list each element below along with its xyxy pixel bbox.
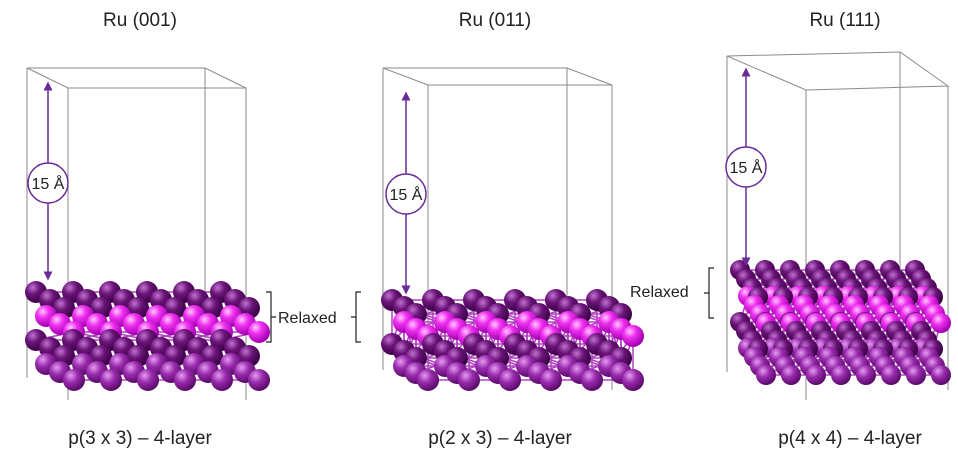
ru-atom [781, 365, 801, 385]
panel-3-slab [730, 260, 951, 385]
ru-atom [417, 369, 439, 391]
panel-2-title: Ru (011) [458, 10, 532, 31]
ru-atom [499, 369, 521, 391]
panel-1-vacuum-arrow: 15 Å [27, 81, 69, 281]
ru-atom [100, 369, 122, 391]
panel-2-vacuum-label: 15 Å [390, 185, 423, 204]
panel-1-vacuum-label: 15 Å [32, 174, 65, 193]
ru-atom [931, 365, 951, 385]
ru-atom [540, 369, 562, 391]
ru-atom [211, 369, 233, 391]
ru-atom [756, 365, 776, 385]
ru-atom [63, 369, 85, 391]
ru-atom [248, 369, 270, 391]
panel-1-caption: p(3 x 3) – 4-layer [68, 428, 212, 449]
panel-3-title: Ru (111) [809, 10, 881, 31]
panel-3-vacuum-label: 15 Å [730, 158, 763, 177]
ru-atom [458, 369, 480, 391]
ru-atom [622, 369, 644, 391]
panel-1-title: Ru (001) [103, 10, 177, 31]
panel-1-relaxed-bracket [266, 291, 276, 343]
ru-atom [581, 369, 603, 391]
ru-atom [856, 365, 876, 385]
panel-2-vacuum-arrow: 15 Å [385, 91, 427, 295]
panel-3-relaxed-bracket [704, 267, 714, 319]
ru-atom [906, 365, 926, 385]
ru-atom [248, 321, 270, 343]
panel-1-relaxed-label: Relaxed [278, 310, 337, 327]
panel-2-slab [381, 289, 644, 391]
ru-atom [174, 369, 196, 391]
panel-3-relaxed-label: Relaxed [630, 284, 689, 301]
ru-atom [831, 365, 851, 385]
panel-1-slab [25, 281, 270, 391]
panel-3-vacuum-arrow: 15 Å [725, 67, 767, 267]
ru-atom [622, 325, 644, 347]
panel-2-relaxed-bracket [351, 291, 361, 343]
panel-2-unit-cell [382, 67, 613, 390]
ru-atom [137, 369, 159, 391]
ru-atom [881, 365, 901, 385]
panel-2-caption: p(2 x 3) – 4-layer [428, 428, 572, 449]
ru-atom [806, 365, 826, 385]
ru-atom [931, 313, 951, 333]
panel-3-caption: p(4 x 4) – 4-layer [778, 428, 922, 449]
